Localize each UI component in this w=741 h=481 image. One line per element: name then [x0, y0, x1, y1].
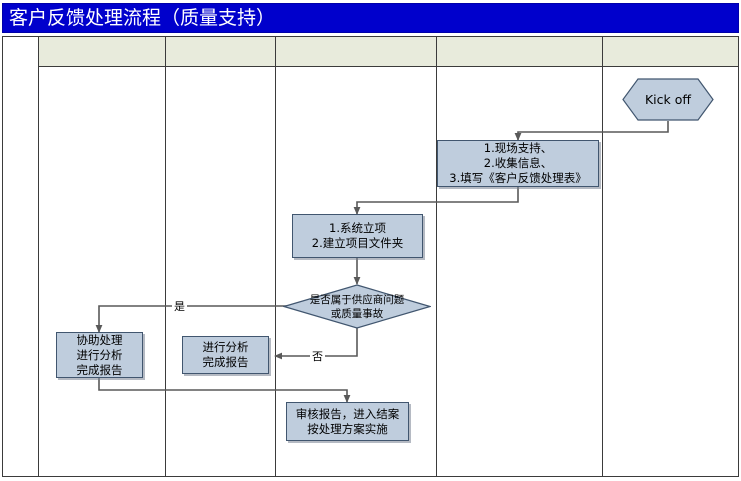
node-review[interactable]: 审核报告，进入结案 按处理方案实施 [286, 402, 409, 441]
node-support[interactable]: 1.现场支持、 2.收集信息、 3.填写《客户反馈处理表》 [437, 140, 599, 187]
node-review-line-2: 按处理方案实施 [307, 421, 388, 436]
swimlane-grid [2, 36, 739, 477]
lane-column-1 [3, 37, 39, 476]
node-decision-line-2: 或质量事故 [330, 307, 384, 320]
node-decision-line-1: 是否属于供应商问题 [309, 293, 405, 306]
node-project-line-2: 2.建立项目文件夹 [311, 236, 404, 250]
node-assist-line-3: 完成报告 [76, 362, 123, 377]
diagram-title-bar: 客户反馈处理流程（质量支持） [2, 3, 739, 33]
node-review-line-1: 审核报告，进入结案 [295, 406, 400, 421]
hexagon-shape [622, 78, 714, 121]
node-project[interactable]: 1.系统立项 2.建立项目文件夹 [292, 214, 423, 258]
node-assist-line-1: 协助处理 [76, 332, 123, 347]
node-kickoff[interactable]: Kick off [622, 78, 714, 121]
lane-header-2 [39, 37, 166, 67]
node-kickoff-label: Kick off [644, 92, 691, 107]
lane-header-3 [166, 37, 276, 67]
lane-header-5 [437, 37, 603, 67]
lane-column-4 [276, 37, 437, 476]
node-analyze[interactable]: 进行分析 完成报告 [182, 336, 269, 374]
node-support-line-2: 2.收集信息、 [483, 156, 553, 170]
lane-column-2 [39, 37, 166, 476]
node-assist[interactable]: 协助处理 进行分析 完成报告 [56, 332, 143, 378]
node-decision-label: 是否属于供应商问题 或质量事故 [283, 284, 431, 329]
lane-column-3 [166, 37, 276, 476]
node-support-line-3: 3.填写《客户反馈处理表》 [449, 171, 587, 185]
branch-label-yes: 是 [172, 298, 187, 314]
node-assist-line-2: 进行分析 [76, 347, 123, 362]
lane-column-5 [437, 37, 603, 476]
branch-label-no: 否 [310, 348, 325, 364]
node-project-line-1: 1.系统立项 [329, 221, 386, 235]
node-analyze-line-1: 进行分析 [202, 340, 249, 354]
node-support-line-1: 1.现场支持、 [483, 141, 553, 155]
node-decision[interactable]: 是否属于供应商问题 或质量事故 [283, 284, 431, 329]
lane-header-1 [3, 37, 39, 67]
page-title: 客户反馈处理流程（质量支持） [9, 6, 276, 29]
lane-header-4 [276, 37, 437, 67]
node-analyze-line-2: 完成报告 [202, 355, 249, 369]
lane-header-6 [603, 37, 738, 67]
